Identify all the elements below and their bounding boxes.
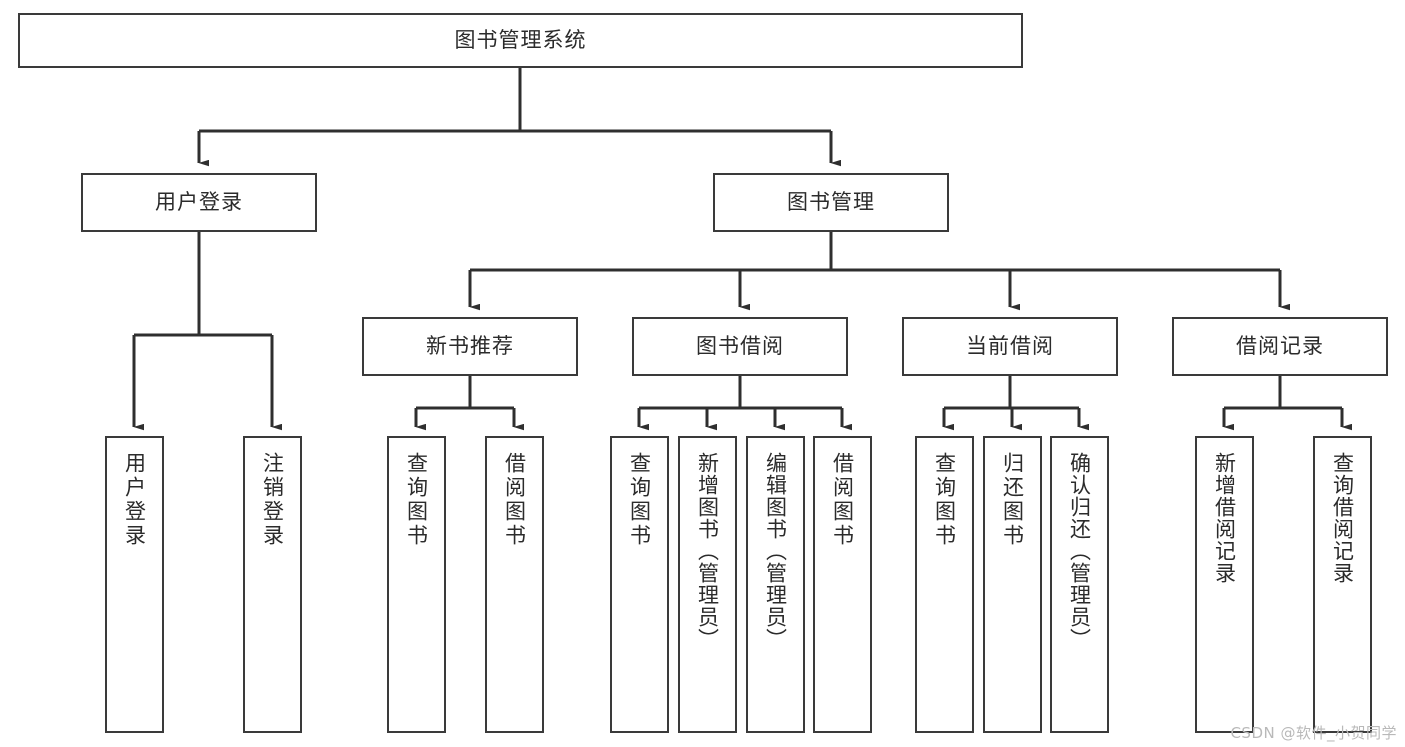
node-book-management[interactable]: 图书管理 [713,173,949,232]
node-current-borrow-label: 当前借阅 [966,334,1054,359]
node-new-book-recommend-label: 新书推荐 [426,334,514,359]
node-root-label: 图书管理系统 [454,28,587,53]
leaf-book-borrow-add[interactable]: 新增图书（管理员） [678,436,737,733]
leaf-borrow-record-query-label: 查询借阅记录 [1330,452,1355,584]
node-new-book-recommend[interactable]: 新书推荐 [362,317,578,376]
node-borrow-record-label: 借阅记录 [1236,334,1324,359]
leaf-book-borrow-borrow[interactable]: 借阅图书 [813,436,872,733]
node-root[interactable]: 图书管理系统 [18,13,1023,68]
leaf-new-book-query[interactable]: 查询图书 [387,436,446,733]
leaf-current-borrow-query-label: 查询图书 [932,452,957,548]
node-user-login-label: 用户登录 [155,190,243,215]
leaf-borrow-record-add[interactable]: 新增借阅记录 [1195,436,1254,733]
leaf-current-borrow-return[interactable]: 归还图书 [983,436,1042,733]
node-book-management-label: 图书管理 [787,190,875,215]
leaf-user-login-login-label: 用户登录 [122,452,147,548]
leaf-book-borrow-borrow-label: 借阅图书 [830,452,855,548]
leaf-book-borrow-query-label: 查询图书 [627,452,652,548]
leaf-borrow-record-add-label: 新增借阅记录 [1212,452,1237,584]
leaf-book-borrow-edit[interactable]: 编辑图书（管理员） [746,436,805,733]
leaf-user-login-login[interactable]: 用户登录 [105,436,164,733]
leaf-new-book-borrow-label: 借阅图书 [502,452,527,548]
leaf-current-borrow-confirm-label: 确认归还（管理员） [1067,452,1092,650]
leaf-user-login-logout-label: 注销登录 [260,452,285,548]
leaf-borrow-record-query[interactable]: 查询借阅记录 [1313,436,1372,733]
leaf-user-login-logout[interactable]: 注销登录 [243,436,302,733]
leaf-book-borrow-add-label: 新增图书（管理员） [695,452,720,650]
node-book-borrow[interactable]: 图书借阅 [632,317,848,376]
leaf-current-borrow-return-label: 归还图书 [1000,452,1025,548]
leaf-new-book-borrow[interactable]: 借阅图书 [485,436,544,733]
leaf-current-borrow-confirm[interactable]: 确认归还（管理员） [1050,436,1109,733]
node-current-borrow[interactable]: 当前借阅 [902,317,1118,376]
node-book-borrow-label: 图书借阅 [696,334,784,359]
leaf-new-book-query-label: 查询图书 [404,452,429,548]
watermark: CSDN @软件_小贺同学 [1230,724,1397,742]
leaf-book-borrow-edit-label: 编辑图书（管理员） [763,452,788,650]
node-borrow-record[interactable]: 借阅记录 [1172,317,1388,376]
leaf-current-borrow-query[interactable]: 查询图书 [915,436,974,733]
node-user-login[interactable]: 用户登录 [81,173,317,232]
leaf-book-borrow-query[interactable]: 查询图书 [610,436,669,733]
